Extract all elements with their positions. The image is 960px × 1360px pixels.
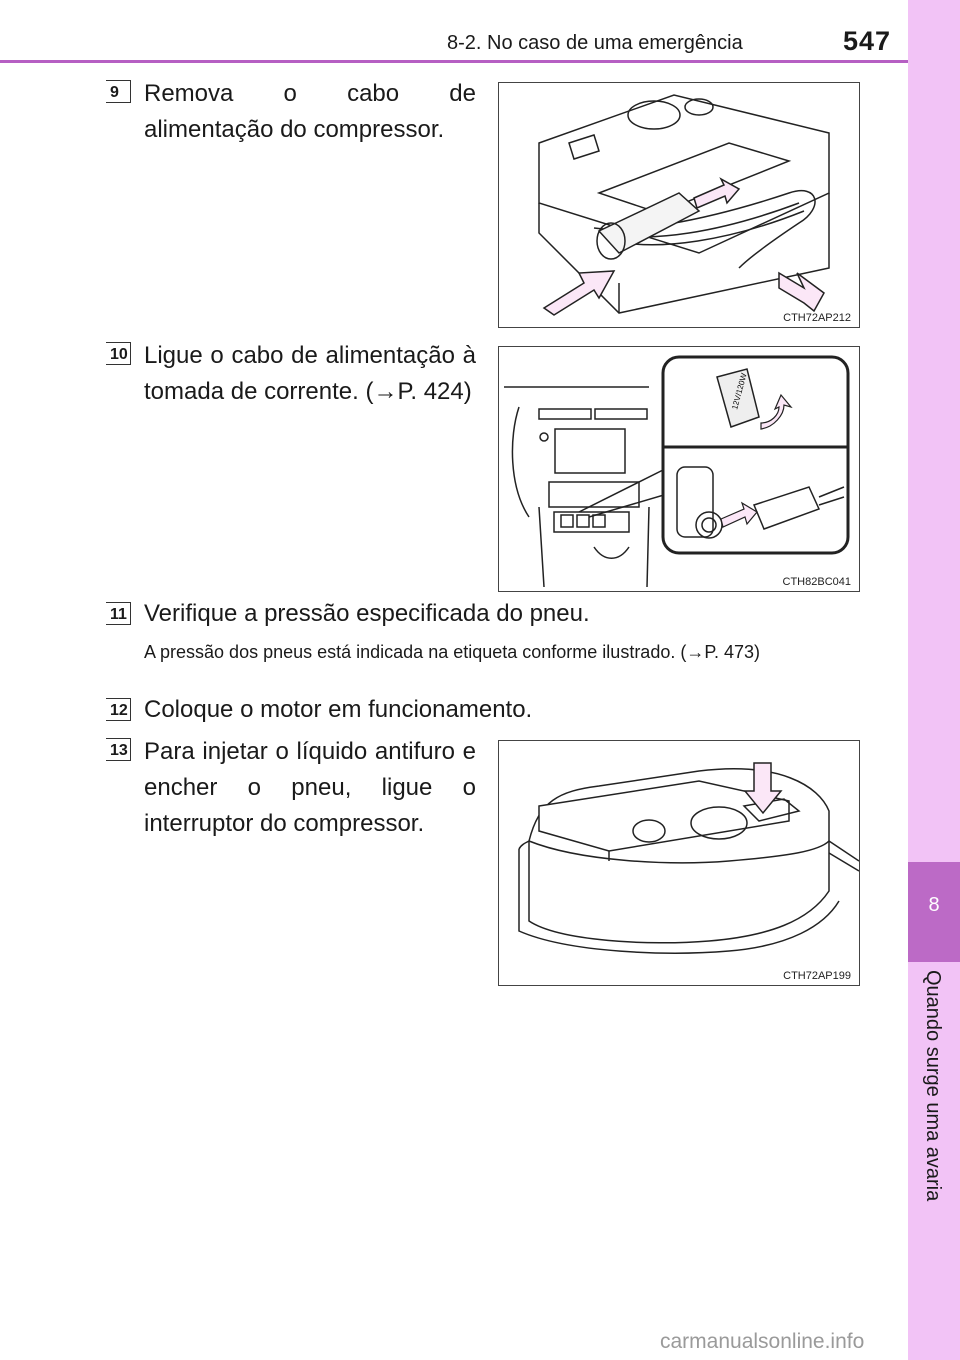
header-divider (0, 60, 908, 63)
figure-compressor-cable: CTH72AP212 (498, 82, 860, 328)
step-text-13: Para injetar o líquido antifuro e encher… (144, 738, 476, 837)
compressor-switch-illustration (518, 762, 859, 954)
page-number: 547 (843, 26, 892, 56)
step-text-10: Ligue o cabo de alimentação à tomada de … (144, 342, 476, 405)
step-badge-12: 12 (106, 698, 131, 721)
step-badge-11: 11 (106, 602, 131, 625)
chapter-side-tab (908, 0, 960, 1360)
step-note-11: A pressão dos pneus está indicada na eti… (144, 642, 761, 662)
figure-power-socket: 12V/120W CTH82BC041 (498, 346, 860, 592)
compressor-cable-illustration (538, 94, 830, 316)
figure-code: CTH82BC041 (782, 576, 851, 588)
watermark: carmanualsonline.info (660, 1330, 865, 1353)
figure-code: CTH72AP212 (783, 312, 851, 324)
step-badge-10: 10 (106, 342, 131, 365)
step-text-12: Coloque o motor em funcionamento. (144, 696, 533, 723)
step-text-11: Verifique a pressão especificada do pneu… (144, 600, 590, 627)
chapter-title: Quando surge uma avaria (922, 970, 944, 1202)
figure-code: CTH72AP199 (783, 970, 851, 982)
figure-compressor-switch: CTH72AP199 (498, 740, 860, 986)
power-socket-illustration: 12V/120W (504, 355, 850, 588)
chapter-number: 8 (928, 894, 940, 916)
section-title: 8-2. No caso de uma emergência (447, 32, 743, 54)
chapter-number-block (908, 862, 960, 962)
step-text-9: Remova o cabo de alimentação do compress… (144, 80, 476, 143)
step-badge-9: 9 (106, 80, 131, 103)
step-badge-13: 13 (106, 738, 131, 761)
